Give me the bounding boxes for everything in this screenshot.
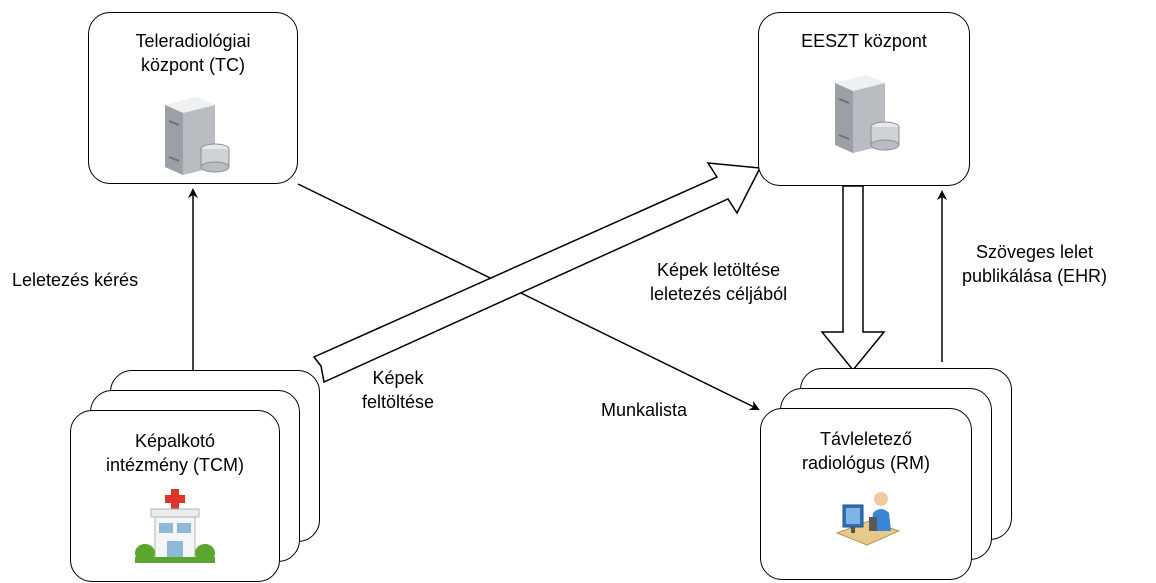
edge-label-szoveges-lelet: Szöveges lelet publikálása (EHR): [962, 240, 1108, 288]
edge-label-kepek-feltoltese: Képek feltöltése: [362, 368, 435, 412]
edge-kepek-letoltese-block-arrow: [820, 185, 886, 372]
edge-munkalista-line: [297, 183, 760, 410]
node-eeszt[interactable]: EESZT központ: [758, 12, 970, 186]
node-eeszt-label: EESZT központ: [801, 31, 927, 51]
node-tc[interactable]: Teleradiológiai központ (TC): [88, 12, 298, 184]
node-rm-label: Távleletező radiológus (RM): [801, 429, 931, 473]
server-database-icon: [835, 75, 900, 153]
radiologist-workstation-icon: [835, 492, 901, 546]
node-rm[interactable]: Távleletező radiológus (RM): [760, 408, 972, 580]
edge-label-kepek-letoltese: Képek letöltése leletezés céljából: [650, 258, 788, 306]
server-database-icon: [165, 97, 230, 175]
node-tcm[interactable]: Képalkotó intézmény (TCM): [70, 410, 280, 582]
edge-label-munkalista: Munkalista: [601, 398, 688, 422]
hospital-icon: [135, 489, 215, 563]
node-tc-label: Teleradiológiai központ (TC): [135, 31, 251, 75]
node-tcm-label: Képalkotó intézmény (TCM): [105, 431, 244, 475]
edge-label-leletezes-keres: Leletezés kérés: [12, 268, 139, 292]
